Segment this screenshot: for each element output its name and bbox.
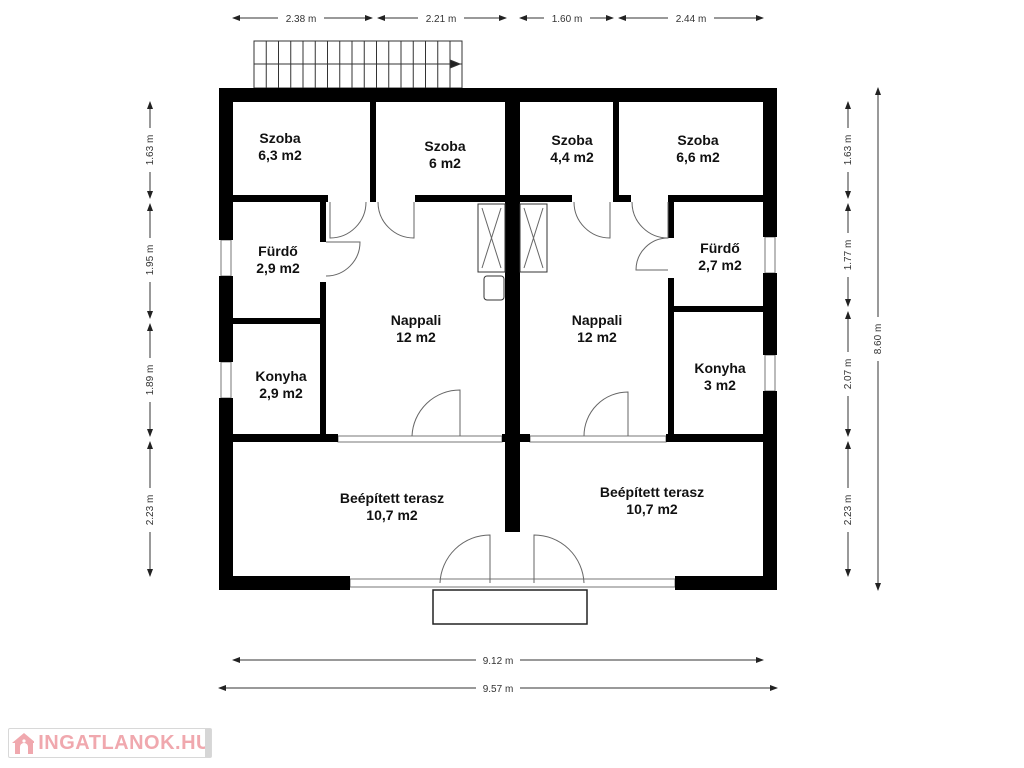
logo-bar — [205, 729, 211, 757]
room-area: 6,3 m2 — [258, 147, 302, 163]
walls — [219, 88, 777, 590]
room-name: Fürdő — [258, 243, 298, 259]
door-swings — [325, 201, 669, 584]
dim-left-3: 1.89 m — [145, 365, 156, 396]
room-name: Szoba — [424, 138, 466, 154]
dim-right-3: 2.07 m — [843, 359, 854, 390]
room-area: 12 m2 — [577, 329, 617, 345]
room-area: 12 m2 — [396, 329, 436, 345]
ingatlanok-logo[interactable]: INGATLANOK.HU — [8, 728, 212, 758]
room-area: 4,4 m2 — [550, 149, 594, 165]
dim-top-1: 2.38 m — [286, 14, 317, 25]
room-area: 3 m2 — [704, 377, 736, 393]
room-name: Szoba — [677, 132, 719, 148]
room-name: Nappali — [390, 312, 442, 328]
dim-right-2: 1.77 m — [843, 240, 854, 271]
dim-top-4: 2.44 m — [676, 14, 707, 25]
room-name: Nappali — [571, 312, 623, 328]
room-area: 6,6 m2 — [676, 149, 720, 165]
room-area: 2,7 m2 — [698, 257, 742, 273]
closets — [477, 203, 548, 301]
room-name: Beépített terasz — [339, 490, 445, 506]
room-area: 10,7 m2 — [366, 507, 418, 523]
house-icon — [12, 733, 35, 754]
room-name: Konyha — [255, 368, 307, 384]
room-area: 2,9 m2 — [259, 385, 303, 401]
entrance-step — [432, 589, 588, 625]
stairs — [253, 40, 463, 89]
room-name: Szoba — [259, 130, 301, 146]
dim-bottom-outer: 9.57 m — [483, 684, 514, 695]
dim-bottom-inner: 9.12 m — [483, 656, 514, 667]
room-name: Konyha — [694, 360, 746, 376]
room-name: Fürdő — [700, 240, 740, 256]
dim-top-2: 2.21 m — [426, 14, 457, 25]
room-name: Szoba — [551, 132, 593, 148]
dim-right-total: 8.60 m — [873, 324, 884, 355]
dim-left-2: 1.95 m — [145, 245, 156, 276]
dim-right-4: 2.23 m — [843, 495, 854, 526]
room-area: 2,9 m2 — [256, 260, 300, 276]
dim-left-4: 2.23 m — [145, 495, 156, 526]
room-area: 6 m2 — [429, 155, 461, 171]
dim-top-3: 1.60 m — [552, 14, 583, 25]
logo-text: INGATLANOK.HU — [38, 731, 211, 754]
dim-left-1: 1.63 m — [145, 135, 156, 166]
room-area: 10,7 m2 — [626, 501, 678, 517]
dim-right-1: 1.63 m — [843, 135, 854, 166]
room-name: Beépített terasz — [599, 484, 705, 500]
